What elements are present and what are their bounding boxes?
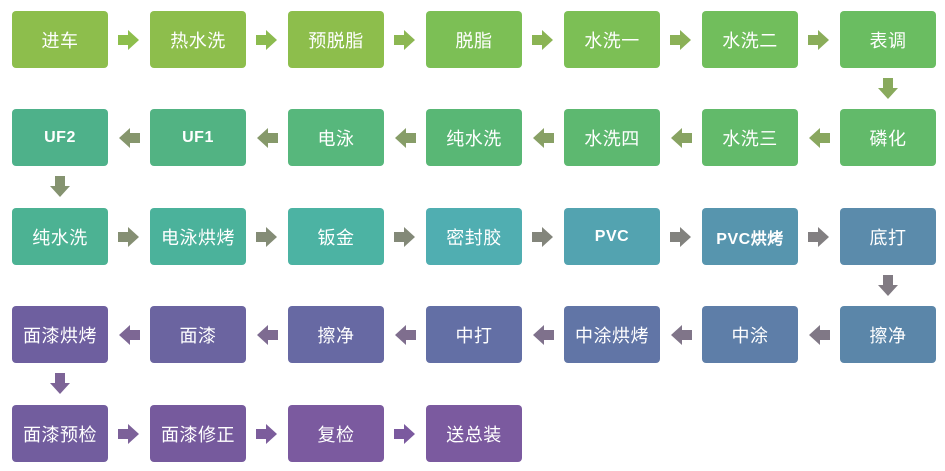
flow-arrow-right-icon (808, 29, 830, 51)
process-step-box: 钣金 (288, 208, 384, 265)
process-step-label: 水洗三 (722, 128, 778, 150)
process-step-label: 水洗四 (584, 128, 640, 150)
flow-arrow-right-icon (670, 226, 692, 248)
flow-arrow-right-icon (118, 226, 140, 248)
process-step-label: 水洗一 (584, 30, 640, 52)
flow-arrow-right-icon (394, 226, 416, 248)
process-step-label: UF2 (44, 128, 76, 146)
flow-arrow-down-icon (49, 373, 71, 395)
flow-arrow-right-icon (670, 29, 692, 51)
process-step-box: 水洗四 (564, 109, 660, 166)
flow-arrow-left-icon (532, 127, 554, 149)
process-step-box: UF2 (12, 109, 108, 166)
flow-arrow-right-icon (808, 226, 830, 248)
process-step-box: 水洗二 (702, 11, 798, 68)
process-step-label: UF1 (182, 128, 214, 146)
process-step-label: 送总装 (446, 424, 502, 446)
process-step-label: 中涂 (731, 325, 769, 347)
flow-arrow-left-icon (670, 127, 692, 149)
process-step-label: 面漆预检 (23, 424, 97, 446)
process-step-box: 密封胶 (426, 208, 522, 265)
process-step-label: 表调 (869, 30, 907, 52)
process-step-label: 电泳烘烤 (161, 227, 235, 249)
process-step-label: 预脱脂 (308, 30, 364, 52)
process-step-box: 纯水洗 (426, 109, 522, 166)
flow-arrow-right-icon (118, 423, 140, 445)
process-step-box: PVC (564, 208, 660, 265)
flow-arrow-down-icon (877, 77, 899, 100)
process-step-box: 预脱脂 (288, 11, 384, 68)
process-step-label: 面漆烘烤 (23, 325, 97, 347)
process-step-box: 进车 (12, 11, 108, 68)
process-step-label: 中打 (455, 325, 493, 347)
process-step-label: 擦净 (869, 325, 907, 347)
process-step-label: 底打 (869, 227, 907, 249)
process-step-label: 中涂烘烤 (575, 325, 649, 347)
flow-arrow-right-icon (256, 29, 278, 51)
process-step-label: 热水洗 (170, 30, 226, 52)
process-step-box: 电泳烘烤 (150, 208, 246, 265)
process-step-box: 底打 (840, 208, 936, 265)
process-step-label: 脱脂 (455, 30, 493, 52)
flow-arrow-down-icon (877, 274, 899, 297)
process-step-box: UF1 (150, 109, 246, 166)
process-step-box: 水洗三 (702, 109, 798, 166)
flow-arrow-left-icon (256, 324, 278, 346)
process-step-label: 密封胶 (446, 227, 502, 249)
flow-arrow-left-icon (808, 127, 830, 149)
flow-arrow-right-icon (394, 423, 416, 445)
flow-arrow-left-icon (394, 127, 416, 149)
flow-arrow-right-icon (256, 423, 278, 445)
process-step-box: 面漆 (150, 306, 246, 363)
process-step-box: 复检 (288, 405, 384, 462)
process-step-box: 送总装 (426, 405, 522, 462)
process-step-label: PVC (594, 227, 630, 245)
process-step-box: 面漆修正 (150, 405, 246, 462)
process-step-label: PVC烘烤 (716, 230, 784, 248)
flow-arrow-right-icon (394, 29, 416, 51)
flow-arrow-left-icon (118, 324, 140, 346)
process-step-box: 水洗一 (564, 11, 660, 68)
process-step-box: 表调 (840, 11, 936, 68)
flow-arrow-right-icon (532, 29, 554, 51)
process-step-box: 中涂 (702, 306, 798, 363)
process-step-box: 中涂烘烤 (564, 306, 660, 363)
flow-arrow-left-icon (394, 324, 416, 346)
process-step-label: 水洗二 (722, 30, 778, 52)
process-step-label: 纯水洗 (446, 128, 502, 150)
process-step-box: 中打 (426, 306, 522, 363)
process-step-label: 进车 (41, 30, 79, 52)
process-step-box: 纯水洗 (12, 208, 108, 265)
process-step-box: 磷化 (840, 109, 936, 166)
process-step-label: 面漆修正 (161, 424, 235, 446)
flow-arrow-left-icon (118, 127, 140, 149)
flow-arrow-left-icon (532, 324, 554, 346)
process-step-label: 电泳 (317, 128, 355, 150)
process-step-box: 电泳 (288, 109, 384, 166)
process-step-box: 面漆预检 (12, 405, 108, 462)
process-step-label: 纯水洗 (32, 227, 88, 249)
process-step-label: 钣金 (317, 227, 355, 249)
flow-arrow-left-icon (670, 324, 692, 346)
flow-arrow-right-icon (532, 226, 554, 248)
process-step-label: 擦净 (317, 325, 355, 347)
process-step-box: 面漆烘烤 (12, 306, 108, 363)
flow-arrow-left-icon (808, 324, 830, 346)
process-step-box: 脱脂 (426, 11, 522, 68)
process-step-box: PVC烘烤 (702, 208, 798, 265)
process-step-label: 复检 (317, 424, 355, 446)
process-step-box: 擦净 (288, 306, 384, 363)
flow-arrow-right-icon (118, 29, 140, 51)
flow-arrow-right-icon (256, 226, 278, 248)
flow-arrow-left-icon (256, 127, 278, 149)
process-step-label: 面漆 (179, 325, 217, 347)
process-step-label: 磷化 (869, 128, 907, 150)
process-step-box: 擦净 (840, 306, 936, 363)
process-step-box: 热水洗 (150, 11, 246, 68)
flow-arrow-down-icon (49, 176, 71, 198)
